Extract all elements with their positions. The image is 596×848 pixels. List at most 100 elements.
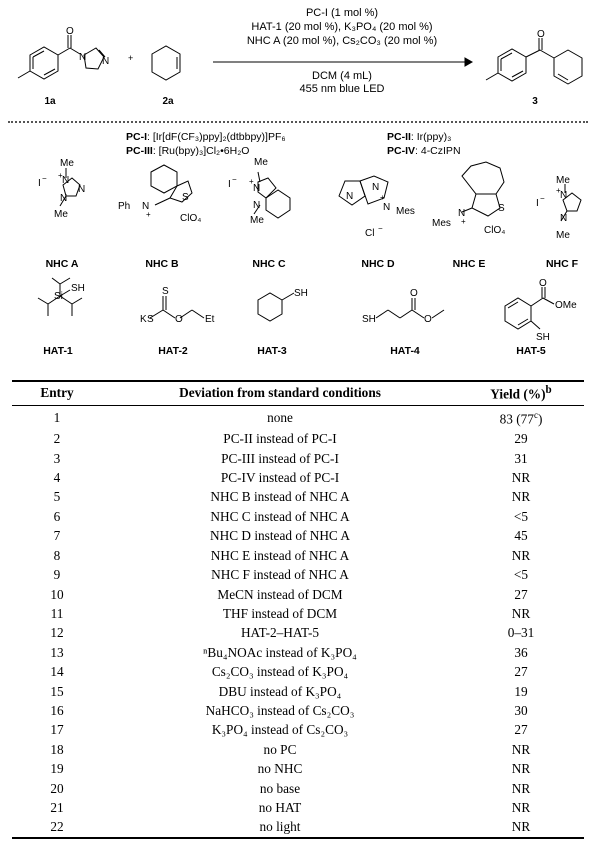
nhc-b-structure bbox=[150, 164, 193, 206]
pc-iv-text: : 4-CzIPN bbox=[415, 145, 461, 157]
deviation-cell: ⁿBu₄NOAc instead of K₃PO₄ bbox=[102, 643, 458, 662]
deviation-cell-text: ⁿBu₄NOAc instead of K₃PO₄ bbox=[203, 644, 357, 660]
deviation-cell-text: MeCN instead of DCM bbox=[217, 586, 343, 602]
deviation-cell: Cs₂CO₃ instead of K₃PO₄ bbox=[102, 662, 458, 681]
yield-cell-text: 36 bbox=[514, 644, 528, 660]
header-yield: Yield (%)b bbox=[458, 380, 584, 407]
table-row: 18 no PC NR bbox=[12, 740, 584, 759]
entry-cell: 18 bbox=[12, 740, 102, 759]
deviation-cell: NHC B instead of NHC A bbox=[102, 487, 458, 506]
nhc-e-label: NHC E bbox=[452, 258, 486, 270]
atom-n: N bbox=[253, 200, 260, 211]
yield-cell-text: NR bbox=[511, 489, 531, 505]
entry-cell: 8 bbox=[12, 546, 102, 565]
yield-cell: NR bbox=[458, 740, 584, 759]
yield-cell: 45 bbox=[458, 526, 584, 545]
deviation-cell: PC-II instead of PC-I bbox=[102, 429, 458, 448]
yield-cell: 29 bbox=[458, 429, 584, 448]
atom-s: S bbox=[147, 314, 154, 325]
yield-cell-text: 27 bbox=[514, 664, 528, 680]
entry-cell-text: 6 bbox=[53, 508, 61, 524]
atom-o: O bbox=[539, 278, 547, 289]
deviation-cell-text: NHC C instead of NHC A bbox=[210, 508, 350, 524]
compound-1a-structure bbox=[17, 35, 106, 80]
optimization-table: Entry Deviation from standard conditions… bbox=[12, 380, 584, 839]
atom-me: Me bbox=[54, 209, 68, 220]
deviation-cell: THF instead of DCM bbox=[102, 604, 458, 623]
atom-ph: Ph bbox=[118, 201, 130, 212]
yield-cell: NR bbox=[458, 468, 584, 487]
nhc-f-structure bbox=[560, 184, 582, 222]
charge-plus: + bbox=[380, 193, 385, 202]
entry-cell: 7 bbox=[12, 526, 102, 545]
arrowhead-icon bbox=[464, 57, 474, 67]
entry-cell: 22 bbox=[12, 817, 102, 839]
hat-3-structure bbox=[257, 292, 295, 322]
nhc-f-label: NHC F bbox=[545, 258, 579, 270]
table-row: 14 Cs₂CO₃ instead of K₃PO₄ 27 bbox=[12, 662, 584, 681]
deviation-cell-text: NaHCO₃ instead of Cs₂CO₃ bbox=[205, 702, 355, 718]
hat-4-label: HAT-4 bbox=[390, 345, 420, 357]
yield-tail: ) bbox=[537, 411, 543, 427]
hat-2-structure bbox=[149, 296, 205, 319]
deviation-cell-text: DBU instead of K₃PO₄ bbox=[218, 683, 342, 699]
entry-cell: 3 bbox=[12, 449, 102, 468]
deviation-cell: no NHC bbox=[102, 759, 458, 778]
yield-cell-text: <5 bbox=[513, 567, 529, 583]
charge-plus: + bbox=[58, 171, 63, 180]
atom-n: N bbox=[142, 201, 149, 212]
entry-cell: 4 bbox=[12, 468, 102, 487]
atom-n: N bbox=[60, 193, 67, 204]
deviation-cell: NHC F instead of NHC A bbox=[102, 565, 458, 584]
atom-i: I bbox=[38, 178, 41, 189]
entry-cell: 19 bbox=[12, 759, 102, 778]
atom-mes: Mes bbox=[396, 206, 415, 217]
yield-cell-text: 27 bbox=[514, 586, 528, 602]
nhc-c-structure bbox=[253, 171, 291, 219]
atom-ome: OMe bbox=[555, 300, 577, 311]
yield-cell-text: 0–31 bbox=[507, 625, 535, 641]
entry-cell: 16 bbox=[12, 701, 102, 720]
pc-iii-label: PC-III bbox=[126, 145, 153, 157]
yield-cell: 27 bbox=[458, 585, 584, 604]
table-row: 4 PC-IV instead of PC-I NR bbox=[12, 468, 584, 487]
atom-s: S bbox=[182, 192, 189, 203]
yield-cell: <5 bbox=[458, 565, 584, 584]
header-yield-text: Yield (%) bbox=[490, 386, 546, 402]
pc-iii-definition: PC-III: [Ru(bpy)₃]Cl₂•6H₂O bbox=[126, 144, 249, 158]
deviation-cell-text: no PC bbox=[263, 741, 297, 757]
deviation-cell-text: PC-II instead of PC-I bbox=[223, 431, 337, 447]
atom-n: N bbox=[383, 202, 390, 213]
hat-2-label: HAT-2 bbox=[158, 345, 188, 357]
condition-hat: HAT-1 (20 mol %), K₃PO₄ (20 mol %) bbox=[251, 21, 433, 33]
yield-cell-text: 83 (77 bbox=[499, 411, 534, 427]
atom-me: Me bbox=[556, 175, 570, 186]
deviation-cell-text: K₃PO₄ instead of Cs₂CO₃ bbox=[211, 722, 349, 738]
atom-cl: Cl bbox=[365, 228, 374, 239]
compound-2a-structure bbox=[151, 45, 181, 81]
entry-cell-text: 16 bbox=[50, 702, 64, 718]
deviation-cell-text: no HAT bbox=[258, 799, 302, 815]
entry-cell-text: 1 bbox=[53, 410, 61, 426]
entry-cell-text: 10 bbox=[50, 586, 64, 602]
deviation-cell-text: PC-IV instead of PC-I bbox=[220, 470, 340, 486]
label-2a: 2a bbox=[162, 96, 174, 107]
yield-cell: 83 (77c) bbox=[458, 406, 584, 429]
header-deviation: Deviation from standard conditions bbox=[102, 380, 458, 407]
table-row: 10 MeCN instead of DCM 27 bbox=[12, 585, 584, 604]
deviation-cell: none bbox=[102, 406, 458, 429]
hat-1-structure bbox=[37, 277, 83, 316]
yield-cell-text: 31 bbox=[514, 450, 528, 466]
hat-3-label: HAT-3 bbox=[257, 345, 287, 357]
entry-cell-text: 14 bbox=[50, 664, 64, 680]
deviation-cell: NHC D instead of NHC A bbox=[102, 526, 458, 545]
charge-plus: + bbox=[146, 210, 151, 219]
deviation-cell-text: no light bbox=[259, 819, 301, 835]
